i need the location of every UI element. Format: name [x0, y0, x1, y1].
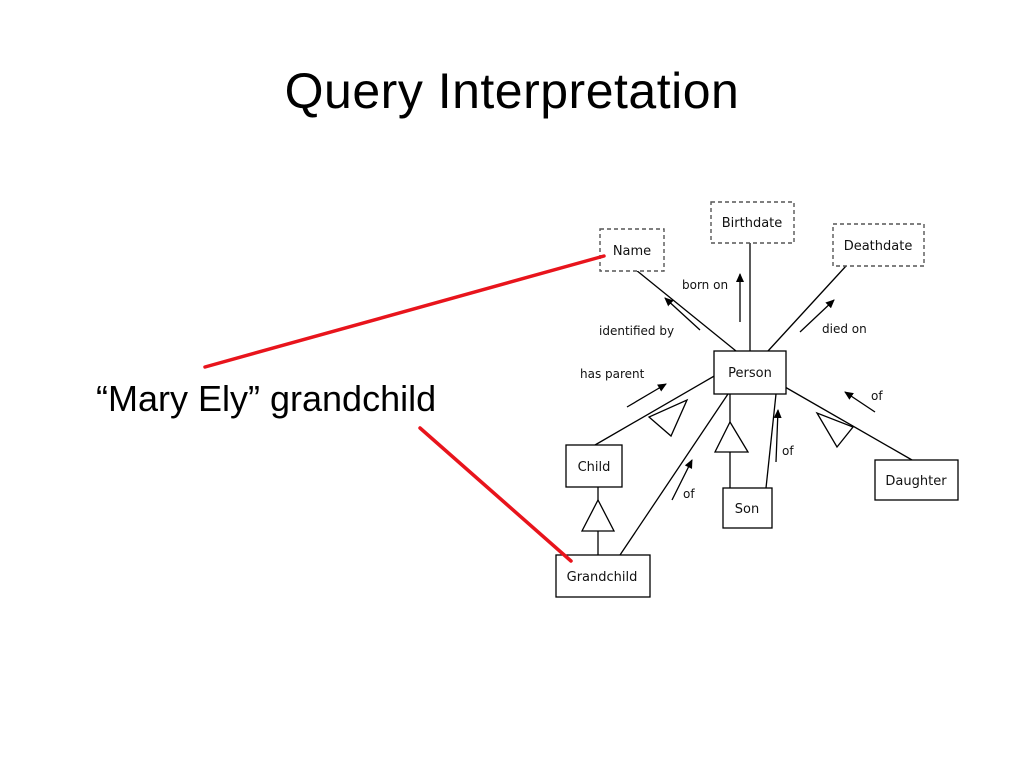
label-died-on: died on	[822, 322, 867, 336]
attribute-birthdate: Birthdate	[710, 201, 795, 244]
arrow-of-grandchild	[671, 459, 693, 501]
arrow-of-son	[773, 409, 782, 463]
label-identified-by: identified by	[599, 324, 674, 338]
mapping-line-mary-ely-to-name	[203, 254, 606, 369]
label-has-parent: has parent	[580, 367, 645, 381]
attribute-deathdate-box	[832, 223, 925, 267]
entity-daughter-box	[874, 459, 959, 501]
line-name-person	[635, 269, 737, 352]
attribute-deathdate: Deathdate	[832, 223, 925, 267]
entity-grandchild: Grandchild	[555, 554, 651, 598]
direction-arrows	[626, 273, 876, 501]
entity-son: Son	[722, 487, 773, 529]
attribute-deathdate-label: Deathdate	[844, 239, 913, 254]
entity-child-box	[565, 444, 623, 488]
slide-title: Query Interpretation	[284, 63, 740, 119]
label-of-grandchild: of	[683, 487, 695, 501]
entity-son-label: Son	[735, 502, 759, 517]
label-born-on: born on	[682, 278, 728, 292]
label-of-son: of	[782, 444, 794, 458]
line-son-person-right	[765, 393, 777, 489]
arrow-identified-by	[664, 297, 701, 331]
isa-triangle-son-person	[713, 420, 750, 453]
entity-daughter-label: Daughter	[885, 474, 947, 489]
entity-person: Person	[713, 350, 787, 395]
isa-triangle-grandchild-child	[580, 498, 616, 532]
query-text: “Mary Ely” grandchild	[96, 378, 437, 419]
entity-son-box	[722, 487, 773, 529]
attribute-birthdate-box	[710, 201, 795, 244]
isa-triangle-child-person	[647, 398, 689, 438]
entity-child: Child	[565, 444, 623, 488]
isa-triangle-daughter-person	[815, 411, 855, 449]
entity-grandchild-label: Grandchild	[567, 570, 638, 585]
entity-daughter: Daughter	[874, 459, 959, 501]
entity-child-label: Child	[578, 460, 611, 475]
mapping-line-grandchild-to-grandchild	[418, 426, 573, 563]
arrow-died-on	[799, 299, 835, 333]
line-child-person	[594, 374, 717, 446]
arrow-has-parent	[626, 383, 667, 408]
arrow-of-daughter	[844, 391, 876, 413]
entity-person-label: Person	[728, 366, 772, 381]
line-grandchild-person	[619, 393, 729, 556]
attribute-name-label: Name	[613, 244, 651, 259]
attribute-name-box	[599, 228, 665, 272]
label-of-daughter: of	[871, 389, 883, 403]
isa-triangles	[580, 398, 855, 532]
entity-person-box	[713, 350, 787, 395]
line-deathdate-person	[767, 265, 847, 352]
attribute-name: Name	[599, 228, 665, 272]
line-daughter-person	[784, 386, 913, 461]
attribute-birthdate-label: Birthdate	[722, 216, 783, 231]
